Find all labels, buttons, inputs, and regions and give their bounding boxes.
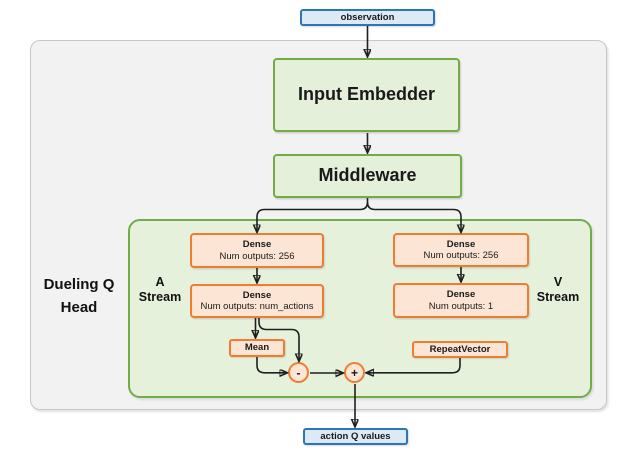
node-action-q-values: action Q values [303, 428, 408, 445]
a-stream-label: A Stream [128, 275, 192, 305]
dense-a1-detail: Num outputs: 256 [219, 250, 295, 262]
node-repeat-vector: RepeatVector [412, 341, 508, 358]
node-dense-a-stream-2: Dense Num outputs: num_actions [190, 284, 324, 318]
dense-v1-title: Dense [446, 238, 476, 250]
dense-v2-detail: Num outputs: 1 [428, 300, 494, 312]
subtract-operator-node: - [288, 362, 309, 383]
v-stream-label: V Stream [526, 275, 590, 305]
node-middleware: Middleware [273, 154, 462, 198]
a-stream-label-line1: A [155, 275, 165, 289]
dense-v1-detail: Num outputs: 256 [423, 250, 499, 261]
node-mean: Mean [229, 339, 285, 357]
dense-a1-title: Dense [242, 239, 272, 251]
dense-a2-detail: Num outputs: num_actions [200, 301, 314, 312]
node-dense-a-stream-1: Dense Num outputs: 256 [190, 233, 324, 268]
v-stream-label-line2: Stream [536, 290, 580, 304]
dueling-q-head-label-line2: Head [60, 299, 98, 316]
a-stream-label-line2: Stream [138, 290, 182, 304]
v-stream-label-line1: V [553, 275, 563, 289]
dense-v2-title: Dense [446, 289, 476, 301]
dueling-q-head-label: Dueling Q Head [24, 273, 134, 319]
add-operator-node: + [344, 362, 365, 383]
node-dense-v-stream-2: Dense Num outputs: 1 [393, 283, 529, 318]
dueling-q-head-label-line1: Dueling Q [43, 276, 115, 293]
node-dense-v-stream-1: Dense Num outputs: 256 [393, 233, 529, 267]
node-input-embedder: Input Embedder [273, 58, 460, 132]
node-observation: observation [300, 9, 435, 26]
dense-a2-title: Dense [242, 289, 272, 301]
